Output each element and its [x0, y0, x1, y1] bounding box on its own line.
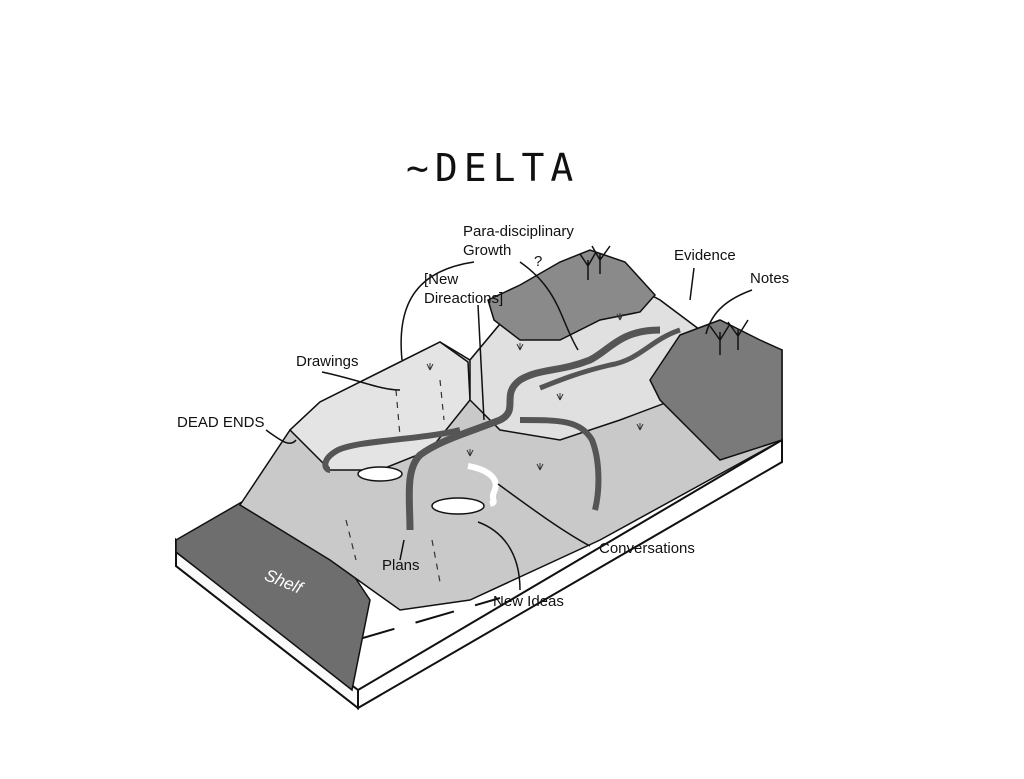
- trees-evidence: [709, 319, 749, 355]
- label-drawings: Drawings: [296, 353, 359, 370]
- river-branch-left: [322, 427, 461, 473]
- label-plans: Plans: [382, 557, 420, 574]
- label-evidence: Evidence: [674, 247, 736, 264]
- label-new-directions: [New Direactions]: [424, 271, 504, 307]
- trees-hill: [579, 245, 611, 280]
- label-question: ?: [534, 253, 543, 270]
- lake-crescent: [467, 463, 499, 507]
- grass-tufts: [426, 313, 644, 471]
- leader-arrows: [265, 261, 753, 591]
- label-para-disciplinary: Para-disciplinary Growth: [463, 223, 574, 259]
- river-main: [405, 326, 661, 531]
- diagram-title: ~DELTA: [406, 146, 580, 190]
- label-notes: Notes: [750, 270, 790, 287]
- label-conversations: Conversations: [599, 540, 695, 557]
- slab-right-face: [357, 438, 783, 710]
- river-branch-right: [519, 417, 602, 511]
- label-dead-ends: DEAD ENDS: [177, 414, 265, 431]
- slab-right-dashes: [355, 597, 501, 641]
- hill-evidence: [649, 319, 783, 461]
- label-new-ideas: New Ideas: [493, 593, 564, 610]
- hill-para: [487, 249, 657, 341]
- lake-left: [357, 466, 403, 482]
- flow-dashes: [345, 379, 445, 583]
- river-upper: [539, 327, 681, 391]
- lake-center: [431, 497, 485, 515]
